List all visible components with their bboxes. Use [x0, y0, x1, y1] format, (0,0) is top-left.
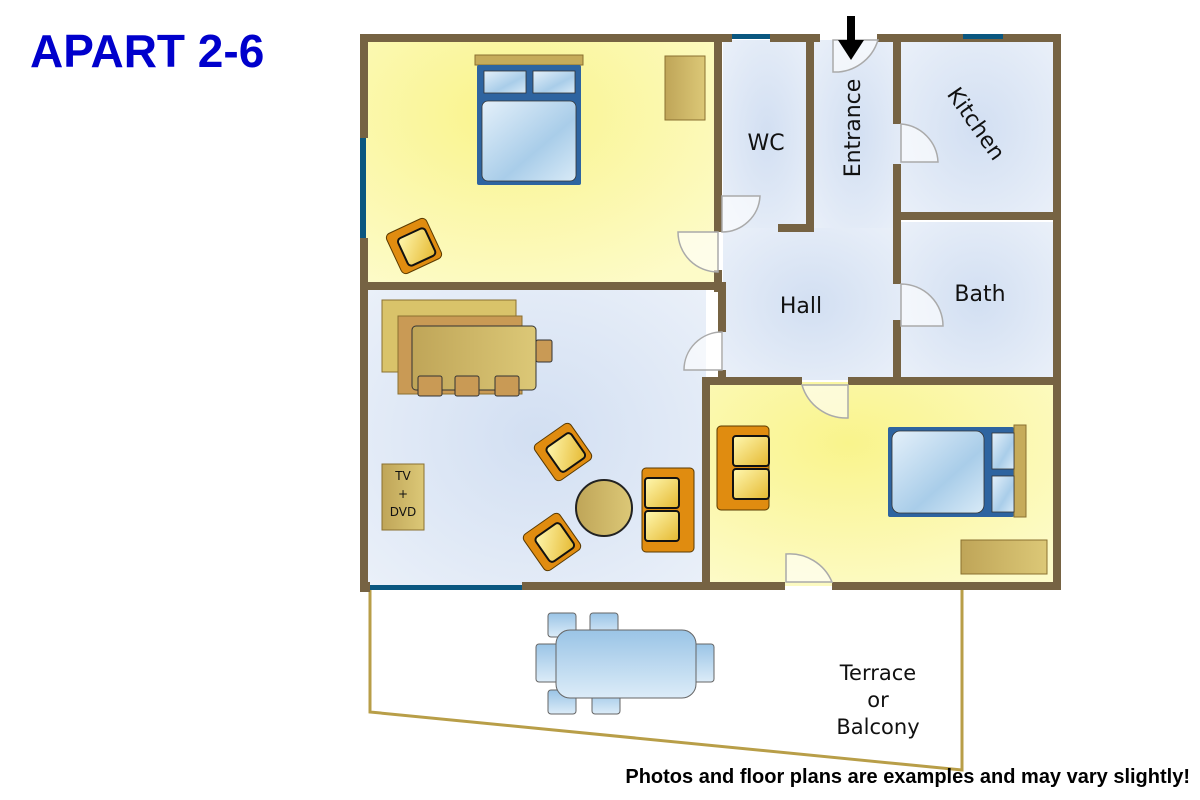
wardrobe-2	[960, 539, 1048, 575]
sofa-bedroom-2	[716, 425, 770, 511]
room-label-entrance: Entrance	[841, 79, 866, 178]
terrace-outline	[368, 588, 964, 772]
arrow-down-icon	[838, 16, 864, 60]
plan-title: APART 2-6	[30, 25, 265, 77]
terrace-label-line1: Terrace	[839, 661, 916, 685]
coffee-table	[575, 479, 633, 537]
room-label-hall: Hall	[780, 294, 822, 319]
terrace-label-line3: Balcony	[836, 715, 919, 739]
room-label-wc: WC	[747, 131, 784, 156]
disclaimer-text: Photos and floor plans are examples and …	[625, 766, 1190, 788]
kitchen-floor	[901, 40, 1055, 218]
room-label-bath: Bath	[954, 282, 1005, 307]
dining-table	[381, 299, 553, 397]
double-bed-1	[474, 54, 584, 185]
tv-dvd-unit: TV + DVD	[381, 463, 425, 531]
terrace-dining-table	[535, 612, 715, 715]
double-bed-2	[888, 424, 1027, 518]
tv-label-line1: TV	[394, 469, 411, 483]
wardrobe-1	[664, 55, 706, 121]
sofa-living	[641, 467, 695, 553]
tv-label-line2: +	[398, 487, 408, 501]
tv-label-line3: DVD	[390, 505, 416, 519]
door-swings	[677, 39, 944, 583]
hall-floor	[723, 228, 901, 380]
terrace-label-line2: or	[867, 688, 889, 712]
windows	[360, 34, 1003, 590]
entrance-floor	[811, 40, 901, 230]
